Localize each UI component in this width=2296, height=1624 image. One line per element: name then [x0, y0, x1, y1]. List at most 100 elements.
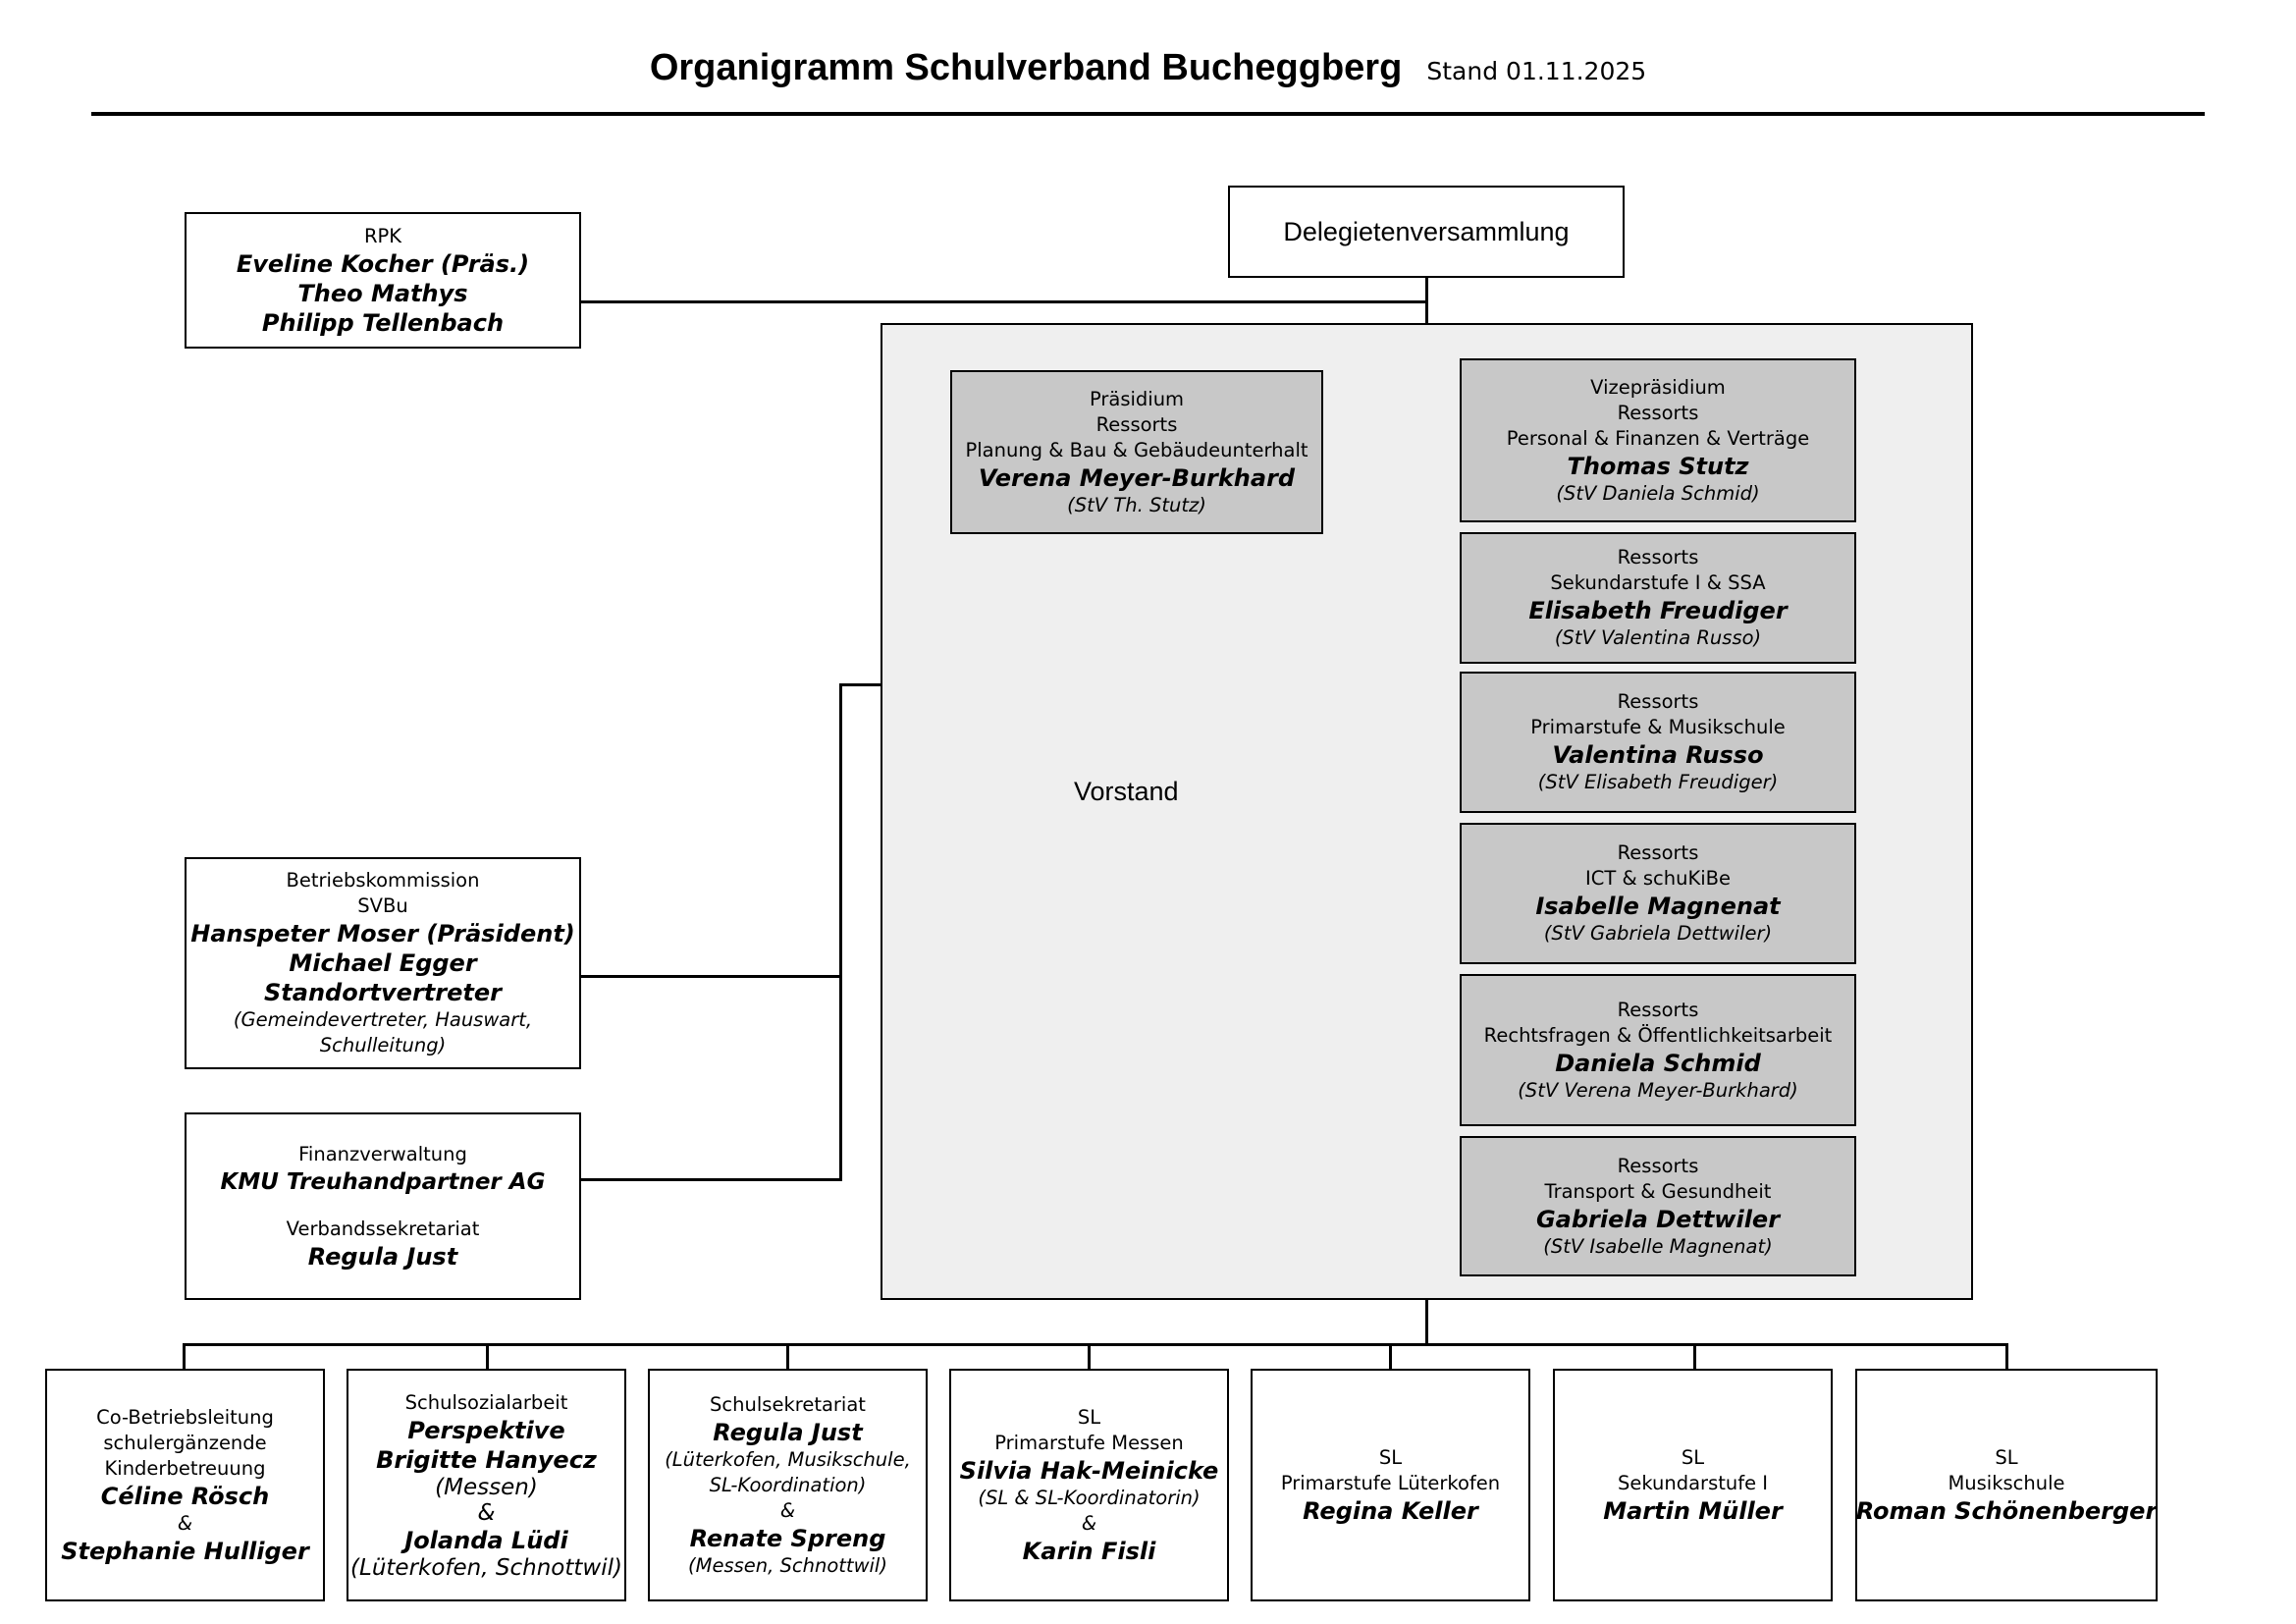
- person-name: Verena Meyer-Burkhard: [978, 463, 1296, 492]
- person-name: Martin Müller: [1603, 1496, 1783, 1525]
- connector-line: [486, 1343, 489, 1371]
- schulsekretariat-label: Schulsekretariat: [710, 1392, 866, 1416]
- connector-line: [839, 683, 842, 1181]
- schulsozialarbeit-label: Schulsozialarbeit: [404, 1390, 568, 1414]
- person-name: Jolanda Lüdi: [404, 1526, 568, 1554]
- svbu-label: SVBu: [357, 894, 408, 917]
- header: Organigramm Schulverband Bucheggberg Sta…: [0, 47, 2296, 89]
- delegiertenversammlung-box: Delegietenversammlung: [1228, 186, 1625, 278]
- person-name: Gabriela Dettwiler: [1535, 1205, 1781, 1233]
- rpk-member: Eveline Kocher (Präs.): [236, 249, 530, 278]
- delegiertenversammlung-label: Delegietenversammlung: [1283, 216, 1570, 246]
- person-name: Valentina Russo: [1552, 741, 1764, 769]
- ampersand: &: [1081, 1511, 1097, 1535]
- betriebskommission-note: Schulleitung): [319, 1034, 447, 1056]
- ressorts-label: Ressorts: [1617, 546, 1699, 568]
- betriebskommission-label: Betriebskommission: [286, 869, 480, 892]
- co-betriebsleitung-label: schulergänzende: [103, 1431, 267, 1454]
- connector-line: [580, 975, 841, 978]
- ampersand: &: [477, 1499, 496, 1526]
- connector-line: [580, 300, 1427, 303]
- stellvertretung: (StV Valentina Russo): [1554, 626, 1762, 649]
- ressort-box-primarstufe: Ressorts Primarstufe & Musikschule Valen…: [1460, 672, 1856, 813]
- location-note: (Lüterkofen, Musikschule,: [665, 1447, 911, 1471]
- verbandssekretariat-name: Regula Just: [307, 1242, 458, 1271]
- location-note: (Lüterkofen, Schnottwil): [350, 1554, 622, 1581]
- sl-primarstufe-messen-box: SL Primarstufe Messen Silvia Hak-Meinick…: [949, 1369, 1229, 1601]
- ressorts-label: Ressorts: [1617, 998, 1699, 1021]
- stellvertretung: (StV Th. Stutz): [1067, 493, 1206, 516]
- stellvertretung: (StV Gabriela Dettwiler): [1543, 922, 1773, 945]
- vizepraesidium-box: Vizepräsidium Ressorts Personal & Finanz…: [1460, 358, 1856, 522]
- sl-label: SL: [1378, 1445, 1403, 1469]
- ressorts-label: Ressorts: [1617, 1154, 1699, 1177]
- praesidium-box: Präsidium Ressorts Planung & Bau & Gebäu…: [950, 370, 1323, 534]
- rpk-label: RPK: [363, 224, 402, 247]
- person-name: Karin Fisli: [1022, 1537, 1156, 1565]
- betriebskommission-member: Michael Egger: [289, 949, 477, 977]
- sl-primarstufe-lueterkofen-box: SL Primarstufe Lüterkofen Regina Keller: [1251, 1369, 1530, 1601]
- rpk-box: RPK Eveline Kocher (Präs.) Theo Mathys P…: [185, 212, 581, 349]
- school-name: Sekundarstufe I: [1617, 1471, 1769, 1494]
- finanzverwaltung-box: Finanzverwaltung KMU Treuhandpartner AG …: [185, 1112, 581, 1300]
- person-name: Regina Keller: [1303, 1496, 1478, 1525]
- person-name: Elisabeth Freudiger: [1528, 597, 1788, 624]
- connector-line: [580, 1178, 841, 1181]
- ressort-name: Personal & Finanzen & Verträge: [1506, 426, 1810, 450]
- co-betriebsleitung-box: Co-Betriebsleitung schulergänzende Kinde…: [45, 1369, 325, 1601]
- person-name: Stephanie Hulliger: [61, 1537, 309, 1565]
- person-name: Renate Spreng: [689, 1524, 886, 1552]
- sl-label: SL: [1995, 1445, 2018, 1469]
- role-note: (SL & SL-Koordinatorin): [978, 1486, 1201, 1509]
- finanzverwaltung-label: Finanzverwaltung: [298, 1142, 467, 1165]
- finanzverwaltung-name: KMU Treuhandpartner AG: [220, 1168, 546, 1195]
- ressorts-label: Ressorts: [1095, 412, 1178, 436]
- betriebskommission-member: Hanspeter Moser (Präsident): [190, 920, 575, 947]
- page-title: Organigramm Schulverband Bucheggberg: [649, 47, 1403, 88]
- person-name: Brigitte Hanyecz: [376, 1445, 597, 1474]
- location-note: (Messen, Schnottwil): [688, 1553, 887, 1577]
- connector-line: [1088, 1343, 1091, 1371]
- person-name: Céline Rösch: [100, 1482, 270, 1510]
- connector-line: [183, 1343, 2008, 1346]
- sl-label: SL: [1077, 1405, 1101, 1429]
- connector-line: [183, 1343, 186, 1371]
- sl-label: SL: [1681, 1445, 1705, 1469]
- ressorts-label: Ressorts: [1617, 690, 1699, 713]
- betriebskommission-box: Betriebskommission SVBu Hanspeter Moser …: [185, 857, 581, 1069]
- co-betriebsleitung-label: Kinderbetreuung: [104, 1456, 266, 1480]
- person-name: Roman Schönenberger: [1855, 1496, 2158, 1525]
- betriebskommission-member: Standortvertreter: [264, 979, 502, 1006]
- ressorts-label: Ressorts: [1617, 841, 1699, 864]
- ressort-box-ict: Ressorts ICT & schuKiBe Isabelle Magnena…: [1460, 823, 1856, 964]
- school-name: Primarstufe Messen: [994, 1431, 1184, 1454]
- schulsozialarbeit-box: Schulsozialarbeit Perspektive Brigitte H…: [347, 1369, 626, 1601]
- sl-sekundarstufe-box: SL Sekundarstufe I Martin Müller: [1553, 1369, 1833, 1601]
- rpk-member: Philipp Tellenbach: [261, 308, 505, 337]
- connector-line: [786, 1343, 789, 1371]
- organisation-name: Perspektive: [407, 1416, 565, 1444]
- rpk-member: Theo Mathys: [297, 279, 468, 307]
- school-name: Musikschule: [1948, 1471, 2065, 1494]
- stellvertretung: (StV Elisabeth Freudiger): [1537, 771, 1779, 793]
- ressort-name: Sekundarstufe I & SSA: [1550, 571, 1766, 594]
- connector-line: [2005, 1343, 2008, 1371]
- stellvertretung: (StV Daniela Schmid): [1556, 481, 1760, 505]
- stand-date: Stand 01.11.2025: [1426, 57, 1647, 85]
- ressort-name: Rechtsfragen & Öffentlichkeitsarbeit: [1483, 1023, 1833, 1047]
- person-name: Silvia Hak-Meinicke: [959, 1456, 1219, 1485]
- location-note: (Messen): [435, 1474, 538, 1500]
- school-name: Primarstufe Lüterkofen: [1280, 1471, 1501, 1494]
- vizepraesidium-label: Vizepräsidium: [1590, 375, 1726, 399]
- header-rule: [91, 112, 2205, 116]
- connector-line: [1425, 1299, 1428, 1345]
- ressort-name: Primarstufe & Musikschule: [1530, 716, 1786, 738]
- sl-musikschule-box: SL Musikschule Roman Schönenberger: [1855, 1369, 2158, 1601]
- ampersand: &: [177, 1511, 193, 1535]
- schulsekretariat-box: Schulsekretariat Regula Just (Lüterkofen…: [648, 1369, 928, 1601]
- ressorts-label: Ressorts: [1617, 401, 1699, 424]
- person-name: Regula Just: [713, 1418, 863, 1446]
- ressort-name: Planung & Bau & Gebäudeunterhalt: [965, 438, 1308, 461]
- ressort-box-transport: Ressorts Transport & Gesundheit Gabriela…: [1460, 1136, 1856, 1276]
- co-betriebsleitung-label: Co-Betriebsleitung: [96, 1405, 274, 1429]
